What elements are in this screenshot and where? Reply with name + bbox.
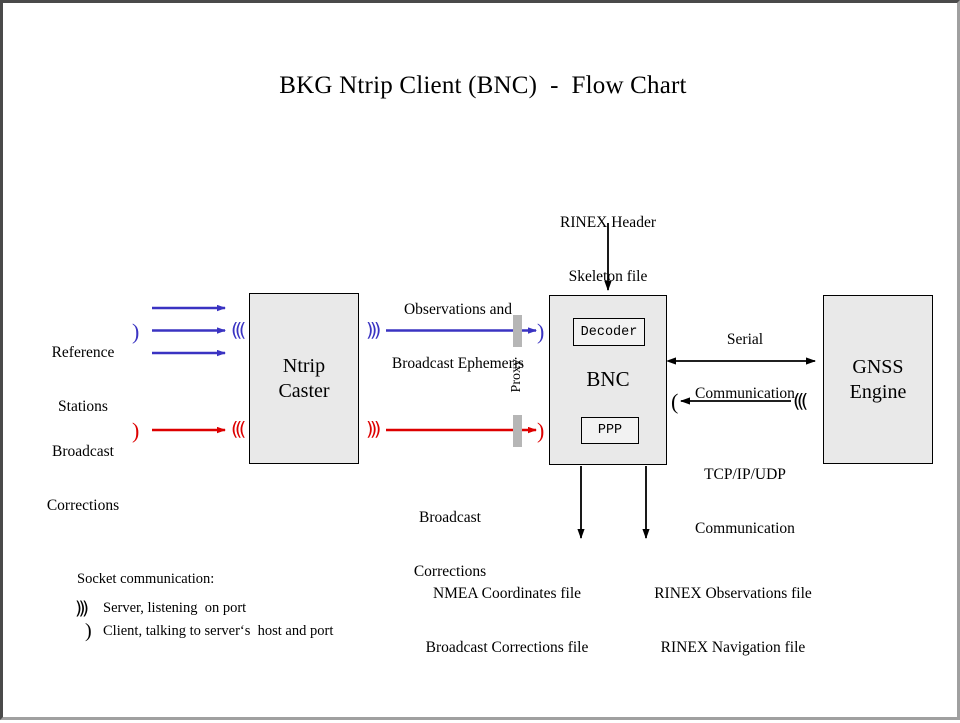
page-title: BKG Ntrip Client (BNC) - Flow Chart	[279, 72, 687, 99]
connector-layer	[152, 223, 816, 539]
tcpip-line2: Communication	[695, 520, 795, 537]
label-nmea-files: NMEA Coordinates file Broadcast Correcti…	[426, 549, 589, 693]
gnss-engine-line2: Engine	[849, 380, 907, 403]
ntrip-caster-line1: Ntrip	[282, 355, 326, 378]
serial-line2: Communication	[695, 385, 795, 402]
client-symbol-broadcast-corrections: )	[132, 418, 140, 443]
tcpip-line1: TCP/IP/UDP	[704, 466, 786, 483]
edge-reference-stations	[152, 304, 226, 357]
legend-server-symbol: )))	[75, 598, 89, 619]
node-ppp[interactable]: PPP	[581, 417, 639, 444]
label-broadcast-corrections-out: Broadcast Corrections	[414, 473, 486, 617]
nmea-files-line2: Broadcast Corrections file	[425, 639, 589, 656]
rinex-files-line1: RINEX Observations file	[654, 585, 812, 602]
reference-stations-line1: Reference	[51, 344, 115, 361]
label-rinex-header: RINEX Header Skeleton file	[560, 178, 656, 322]
serial-line1: Serial	[726, 331, 764, 348]
ppp-label: PPP	[597, 423, 623, 438]
server-wave-gnss-engine: (((	[793, 390, 808, 412]
client-symbol-bnc-corrections: )	[537, 418, 545, 443]
observations-ephemeris-line2: Broadcast Ephemeris	[391, 355, 525, 372]
legend-client-symbol: )	[85, 620, 92, 642]
rinex-files-line2: RINEX Navigation file	[660, 639, 806, 656]
nmea-files-line1: NMEA Coordinates file	[432, 585, 582, 602]
client-symbol-reference-stations: )	[132, 319, 140, 344]
label-rinex-files: RINEX Observations file RINEX Navigation…	[654, 549, 812, 693]
label-serial-communication: Serial Communication	[695, 295, 795, 439]
broadcast-corrections-in-line2: Corrections	[46, 497, 120, 514]
node-decoder[interactable]: Decoder	[573, 318, 645, 346]
observations-ephemeris-line1: Observations and	[403, 301, 513, 318]
proxy-bar-top	[513, 315, 522, 347]
legend-client-text: Client, talking to server‘s host and por…	[103, 623, 334, 639]
diagram-canvas: BKG Ntrip Client (BNC) - Flow Chart	[3, 3, 957, 717]
legend-server-text: Server, listening on port	[103, 600, 247, 616]
label-observations-ephemeris: Observations and Broadcast Ephemeris	[392, 265, 524, 409]
rinex-header-line1: RINEX Header	[560, 214, 656, 231]
bnc-label: BNC	[586, 367, 630, 392]
label-tcpip-communication: TCP/IP/UDP Communication	[695, 430, 795, 574]
reference-stations-line2: Stations	[58, 398, 108, 415]
label-broadcast-corrections-in: Broadcast Corrections	[31, 407, 135, 551]
node-gnss-engine[interactable]: GNSS Engine	[823, 295, 933, 464]
node-ntrip-caster[interactable]: Ntrip Caster	[249, 293, 359, 464]
server-wave-caster-in-blue: (((	[231, 319, 246, 341]
broadcast-corrections-out-line1: Broadcast	[419, 509, 481, 526]
client-symbol-bnc-tcpip: (	[671, 389, 679, 414]
ntrip-caster-line2: Caster	[278, 379, 330, 402]
proxy-bar-bottom	[513, 415, 522, 447]
server-wave-caster-in-red: (((	[231, 418, 246, 440]
client-symbol-bnc-observations: )	[537, 319, 545, 344]
gnss-engine-line1: GNSS	[852, 356, 904, 379]
label-reference-stations: Reference Stations	[37, 308, 129, 452]
broadcast-corrections-out-line2: Corrections	[413, 563, 487, 580]
broadcast-corrections-in-line1: Broadcast	[52, 443, 114, 460]
legend-title: Socket communication:	[77, 571, 215, 587]
server-wave-caster-out-red: )))	[366, 418, 381, 440]
rinex-header-line2: Skeleton file	[568, 268, 648, 285]
server-wave-caster-out-blue: )))	[366, 319, 381, 341]
decoder-label: Decoder	[580, 324, 638, 340]
